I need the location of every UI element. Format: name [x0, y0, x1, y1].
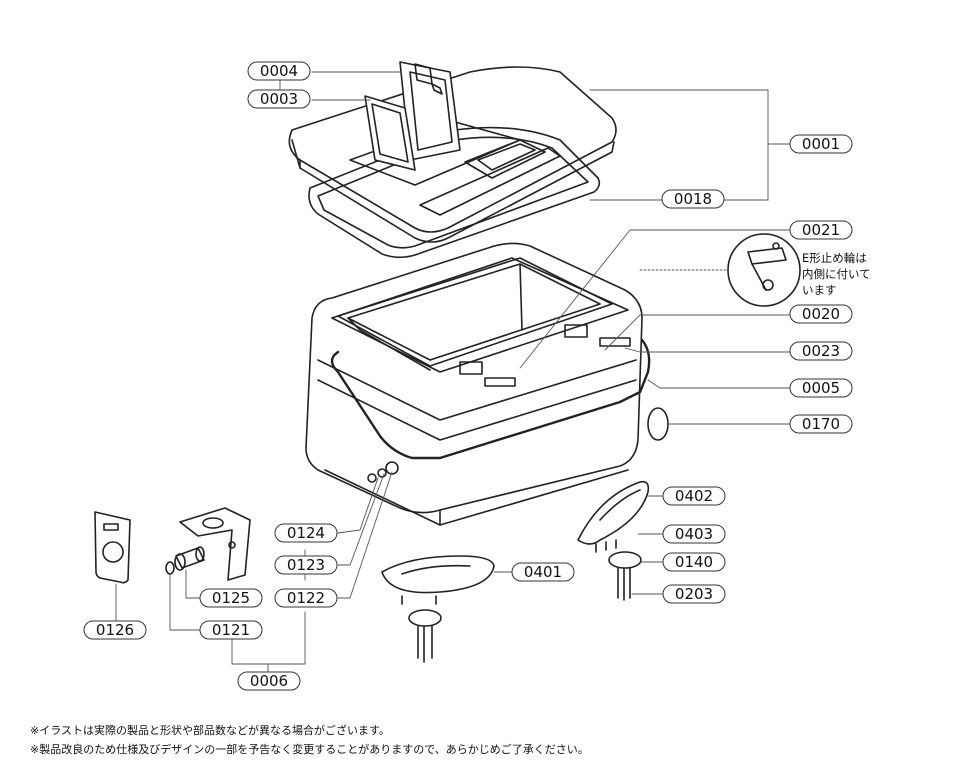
callout-0018: 0018 — [661, 189, 725, 209]
callout-label: 0018 — [674, 190, 712, 208]
disclaimer-line-1: ※イラストは実際の製品と形状や部品数などが異なる場合がございます。 — [30, 724, 390, 737]
callout-label: 0125 — [212, 589, 250, 607]
label-sticker-illustration — [647, 407, 669, 441]
callout-0123: 0123 — [274, 555, 338, 575]
callout-0005: 0005 — [789, 378, 853, 398]
callout-0170: 0170 — [789, 414, 853, 434]
callout-pill — [662, 524, 726, 544]
callout-0140: 0140 — [662, 552, 726, 572]
disclaimer-line-2: ※製品改良のため仕様及びデザインの一部を予告なく変更することがありますので、あら… — [30, 743, 589, 756]
callout-0124: 0124 — [274, 523, 338, 543]
callout-0122: 0122 — [274, 588, 338, 608]
callout-label: 0021 — [802, 221, 840, 239]
callout-label: 0006 — [250, 672, 288, 690]
callout-label: 0126 — [96, 621, 134, 639]
part-number-callouts: 0004 0003 0001 0018 0021 0020 0023 0005 0170 0402… — [83, 61, 853, 691]
hatch-frame-illustration — [364, 95, 416, 171]
detail-note: E形止め輪は 内側に付いて います — [802, 251, 871, 297]
callout-0001: 0001 — [789, 134, 853, 154]
callout-0401: 0401 — [511, 562, 575, 582]
drain-plug-illustration — [174, 546, 205, 571]
callout-label: 0122 — [287, 589, 325, 607]
callout-0402: 0402 — [662, 486, 726, 506]
callout-0003: 0003 — [247, 89, 311, 109]
callout-pill — [83, 620, 147, 640]
callout-pill — [661, 189, 725, 209]
callout-label: 0170 — [802, 415, 840, 433]
callout-label: 0203 — [675, 585, 713, 603]
callout-0125: 0125 — [199, 588, 263, 608]
callout-pill — [199, 588, 263, 608]
foot-right-illustration — [577, 480, 650, 601]
callout-pill — [237, 671, 301, 691]
callout-0203: 0203 — [662, 584, 726, 604]
callout-pill — [789, 220, 853, 240]
callout-label: 0124 — [287, 524, 325, 542]
detail-note-line-2: 内側に付いて — [802, 267, 871, 281]
callout-pill — [662, 486, 726, 506]
callout-0006: 0006 — [237, 671, 301, 691]
callout-label: 0001 — [802, 135, 840, 153]
callout-pill — [274, 555, 338, 575]
callout-pill — [247, 89, 311, 109]
detail-note-line-1: E形止め輪は — [802, 251, 867, 265]
e-ring-detail-illustration — [727, 233, 801, 307]
drain-cap-cover-illustration — [94, 511, 131, 584]
callout-label: 0123 — [287, 556, 325, 574]
callout-pill — [789, 134, 853, 154]
callout-label: 0121 — [212, 621, 250, 639]
callout-pill — [511, 562, 575, 582]
callout-label: 0004 — [260, 62, 298, 80]
callout-label: 0020 — [802, 305, 840, 323]
callout-label: 0140 — [675, 553, 713, 571]
callout-pill — [274, 588, 338, 608]
callout-0403: 0403 — [662, 524, 726, 544]
leader-lines — [115, 71, 791, 673]
callout-0126: 0126 — [83, 620, 147, 640]
drain-washer-illustration — [165, 561, 175, 575]
callout-0021: 0021 — [789, 220, 853, 240]
callout-pill — [662, 584, 726, 604]
callout-label: 0403 — [675, 525, 713, 543]
callout-label: 0401 — [524, 563, 562, 581]
callout-label: 0402 — [675, 487, 713, 505]
callout-pill — [789, 341, 853, 361]
callout-pill — [274, 523, 338, 543]
callout-pill — [789, 304, 853, 324]
detail-note-line-3: います — [802, 283, 837, 297]
callout-pill — [247, 61, 311, 81]
callout-0004: 0004 — [247, 61, 311, 81]
cooler-body-illustration — [305, 242, 651, 526]
callout-label: 0003 — [260, 90, 298, 108]
callout-0121: 0121 — [199, 620, 263, 640]
callout-label: 0023 — [802, 342, 840, 360]
callout-0023: 0023 — [789, 341, 853, 361]
callout-pill — [199, 620, 263, 640]
callout-label: 0005 — [802, 379, 840, 397]
drain-bracket-illustration — [179, 507, 251, 581]
callout-pill — [789, 378, 853, 398]
callout-pill — [789, 414, 853, 434]
callout-pill — [662, 552, 726, 572]
foot-left-illustration — [381, 555, 495, 663]
callout-0020: 0020 — [789, 304, 853, 324]
